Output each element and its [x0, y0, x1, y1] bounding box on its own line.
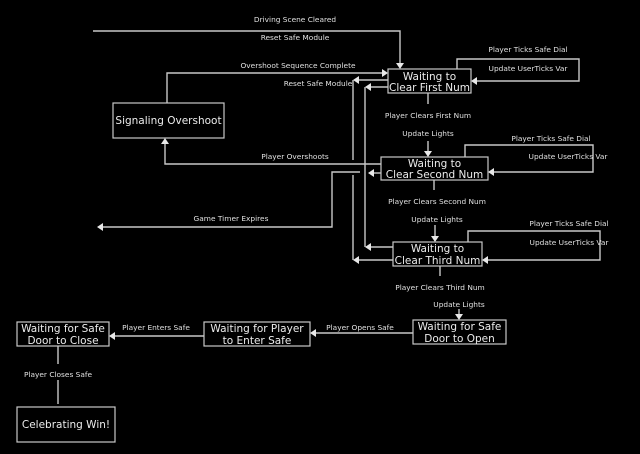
state-label-line2: to Enter Safe — [223, 335, 292, 347]
transition-closes-safe: Player Closes Safe — [24, 346, 93, 404]
action-label: Update UserTicks Var — [530, 238, 610, 247]
state-label-line2: Clear First Num — [389, 82, 470, 94]
state-label-line1: Waiting for Player — [210, 323, 304, 335]
event-label: Overshoot Sequence Complete — [240, 61, 355, 70]
event-label: Player Enters Safe — [122, 323, 190, 332]
transition-player-overshoots: Player Overshoots — [161, 138, 381, 165]
event-label: Player Opens Safe — [326, 323, 394, 332]
transition-clear-second: Player Clears Second Num Update Lights — [388, 180, 486, 242]
transition-overshoot-complete: Overshoot Sequence Complete Reset Safe M… — [166, 61, 388, 103]
transition-clear-first: Player Clears First Num Update Lights — [385, 93, 471, 157]
state-label: Celebrating Win! — [22, 419, 110, 431]
transition-ticks-third: Player Ticks Safe Dial Update UserTicks … — [467, 219, 610, 264]
event-label: Player Ticks Safe Dial — [488, 45, 567, 54]
state-waiting-door-open: Waiting for Safe Door to Open — [412, 319, 507, 345]
action-label: Update UserTicks Var — [529, 152, 609, 161]
action-label: Update Lights — [411, 215, 463, 224]
transition-ticks-first: Player Ticks Safe Dial Update UserTicks … — [456, 45, 580, 85]
state-label-line1: Waiting to — [403, 71, 456, 83]
state-label-line1: Waiting to — [411, 243, 464, 255]
state-label-line1: Waiting to — [408, 158, 461, 170]
event-label: Driving Scene Cleared — [254, 15, 337, 24]
state-label-line2: Clear Second Num — [386, 169, 484, 181]
action-label: Update Lights — [433, 300, 485, 309]
state-waiting-enter-safe: Waiting for Player to Enter Safe — [203, 321, 311, 347]
event-label: Player Ticks Safe Dial — [529, 219, 608, 228]
transition-clear-third: Player Clears Third Num Update Lights — [395, 266, 485, 320]
action-label: Reset Safe Module — [261, 33, 330, 42]
state-waiting-clear-third: Waiting to Clear Third Num — [392, 241, 483, 267]
state-label-line2: Door to Close — [27, 335, 98, 347]
event-label: Player Clears Second Num — [388, 197, 486, 206]
state-celebrating-win: Celebrating Win! — [16, 406, 116, 443]
transition-ticks-second: Player Ticks Safe Dial Update UserTicks … — [464, 134, 609, 176]
event-label: Player Ticks Safe Dial — [511, 134, 590, 143]
event-label: Game Timer Expires — [194, 214, 269, 223]
state-label: Signaling Overshoot — [115, 115, 221, 127]
reset-connectors — [352, 76, 393, 264]
action-label: Update Lights — [402, 129, 454, 138]
state-label-line2: Clear Third Num — [395, 255, 481, 267]
state-label-line1: Waiting for Safe — [21, 323, 105, 335]
event-label: Player Clears Third Num — [395, 283, 485, 292]
action-label: Reset Safe Module — [284, 79, 353, 88]
event-label: Player Clears First Num — [385, 111, 471, 120]
event-label: Player Overshoots — [261, 152, 329, 161]
state-waiting-clear-second: Waiting to Clear Second Num — [380, 156, 489, 181]
state-waiting-clear-first: Waiting to Clear First Num — [387, 68, 472, 94]
state-signaling-overshoot: Signaling Overshoot — [112, 102, 225, 139]
action-label: Update UserTicks Var — [489, 64, 569, 73]
state-waiting-door-close: Waiting for Safe Door to Close — [16, 321, 110, 347]
transition-driving-scene-cleared: Driving Scene Cleared Reset Safe Module — [93, 15, 404, 69]
transition-enters-safe: Player Enters Safe — [109, 323, 204, 340]
event-label: Player Closes Safe — [24, 370, 93, 379]
state-label-line1: Waiting for Safe — [418, 321, 502, 333]
transition-opens-safe: Player Opens Safe — [310, 323, 413, 337]
transition-game-timer-expires: Game Timer Expires — [97, 171, 360, 231]
state-label-line2: Door to Open — [424, 333, 495, 345]
